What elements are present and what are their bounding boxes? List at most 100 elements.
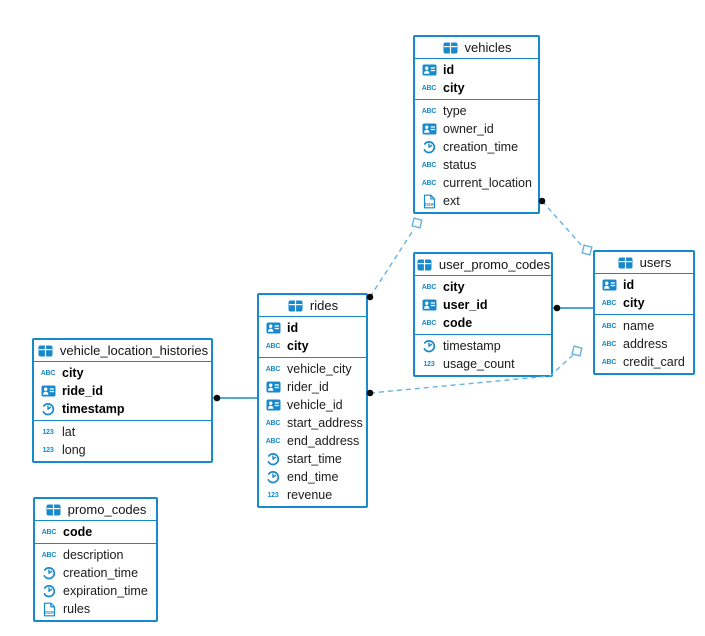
column-name: vehicle_id [287,397,343,412]
column-name: creation_time [63,565,139,580]
column-row: ABC vehicle_city [259,360,366,378]
column-row: timestamp [415,337,551,355]
id-badge-icon [264,399,282,411]
text-type-icon: ABC [601,340,617,348]
column-name: code [63,524,93,539]
text-type-icon: ABC [40,369,56,377]
column-row: id [595,276,693,294]
column-row: ABC city [595,294,693,312]
column-row: user_id [415,296,551,314]
table-header: promo_codes [35,499,156,521]
table-icon [45,504,63,516]
table-name: users [639,255,672,270]
clock-icon [264,452,282,466]
column-name: current_location [443,175,532,190]
table-header: user_promo_codes [415,254,551,276]
many-end-square [581,244,593,256]
table-icon [442,42,460,54]
text-type-icon: ABC [421,84,437,92]
clock-icon [40,566,58,580]
column-row: end_time [259,468,366,486]
column-name: timestamp [443,338,501,353]
column-row: id [415,61,538,79]
relationship-vehicle_location_histories-rides[interactable] [213,394,257,402]
column-name: city [287,338,309,353]
column-name: city [623,295,645,310]
number-type-icon: 123 [42,446,54,454]
text-type-icon: ABC [41,528,57,536]
column-name: revenue [287,487,333,502]
table-header: vehicle_location_histories [34,340,211,362]
column-name: usage_count [443,356,515,371]
text-type-icon: ABC [421,161,437,169]
table-icon [287,300,305,312]
table-icon [416,259,434,271]
column-name: user_id [443,297,488,312]
column-name: vehicle_city [287,361,352,376]
column-name: end_address [287,433,360,448]
column-name: creation_time [443,139,519,154]
clock-icon [420,339,438,353]
text-type-icon: ABC [265,365,281,373]
table-icon [37,345,55,357]
table-name: promo_codes [67,502,147,517]
text-type-icon: ABC [601,322,617,330]
column-name: start_address [287,415,363,430]
column-row: rider_id [259,378,366,396]
column-name: rules [63,601,91,616]
text-type-icon: ABC [601,299,617,307]
number-type-icon: 123 [423,360,435,368]
svg-text:JSON: JSON [43,610,54,615]
table-name: vehicle_location_histories [59,343,209,358]
table-header: users [595,252,693,274]
column-name: ride_id [62,383,103,398]
column-name: credit_card [623,354,685,369]
column-name: timestamp [62,401,125,416]
column-name: code [443,315,473,330]
relationship-user_promo_codes-users[interactable] [553,304,593,312]
table-name: user_promo_codes [438,257,551,272]
one-end-dot [553,304,561,312]
column-row: ABC address [595,335,693,353]
column-row: 123 usage_count [415,355,551,373]
column-row: ABC code [35,523,156,541]
id-badge-icon [420,64,438,76]
relationship-vehicles-users[interactable] [538,197,593,256]
column-row: JSON rules [35,600,156,618]
number-type-icon: 123 [267,491,279,499]
many-end-square [411,217,423,229]
column-row: creation_time [415,138,538,156]
svg-text:JSON: JSON [423,202,434,207]
column-name: address [623,336,668,351]
column-name: id [287,320,299,335]
column-name: type [443,103,467,118]
column-row: ABC city [34,364,211,382]
column-name: id [623,277,635,292]
clock-icon [40,584,58,598]
table-name: vehicles [464,40,512,55]
column-name: owner_id [443,121,494,136]
text-type-icon: ABC [601,358,617,366]
column-row: timestamp [34,400,211,418]
column-name: start_time [287,451,342,466]
column-name: city [62,365,84,380]
text-type-icon: ABC [265,419,281,427]
